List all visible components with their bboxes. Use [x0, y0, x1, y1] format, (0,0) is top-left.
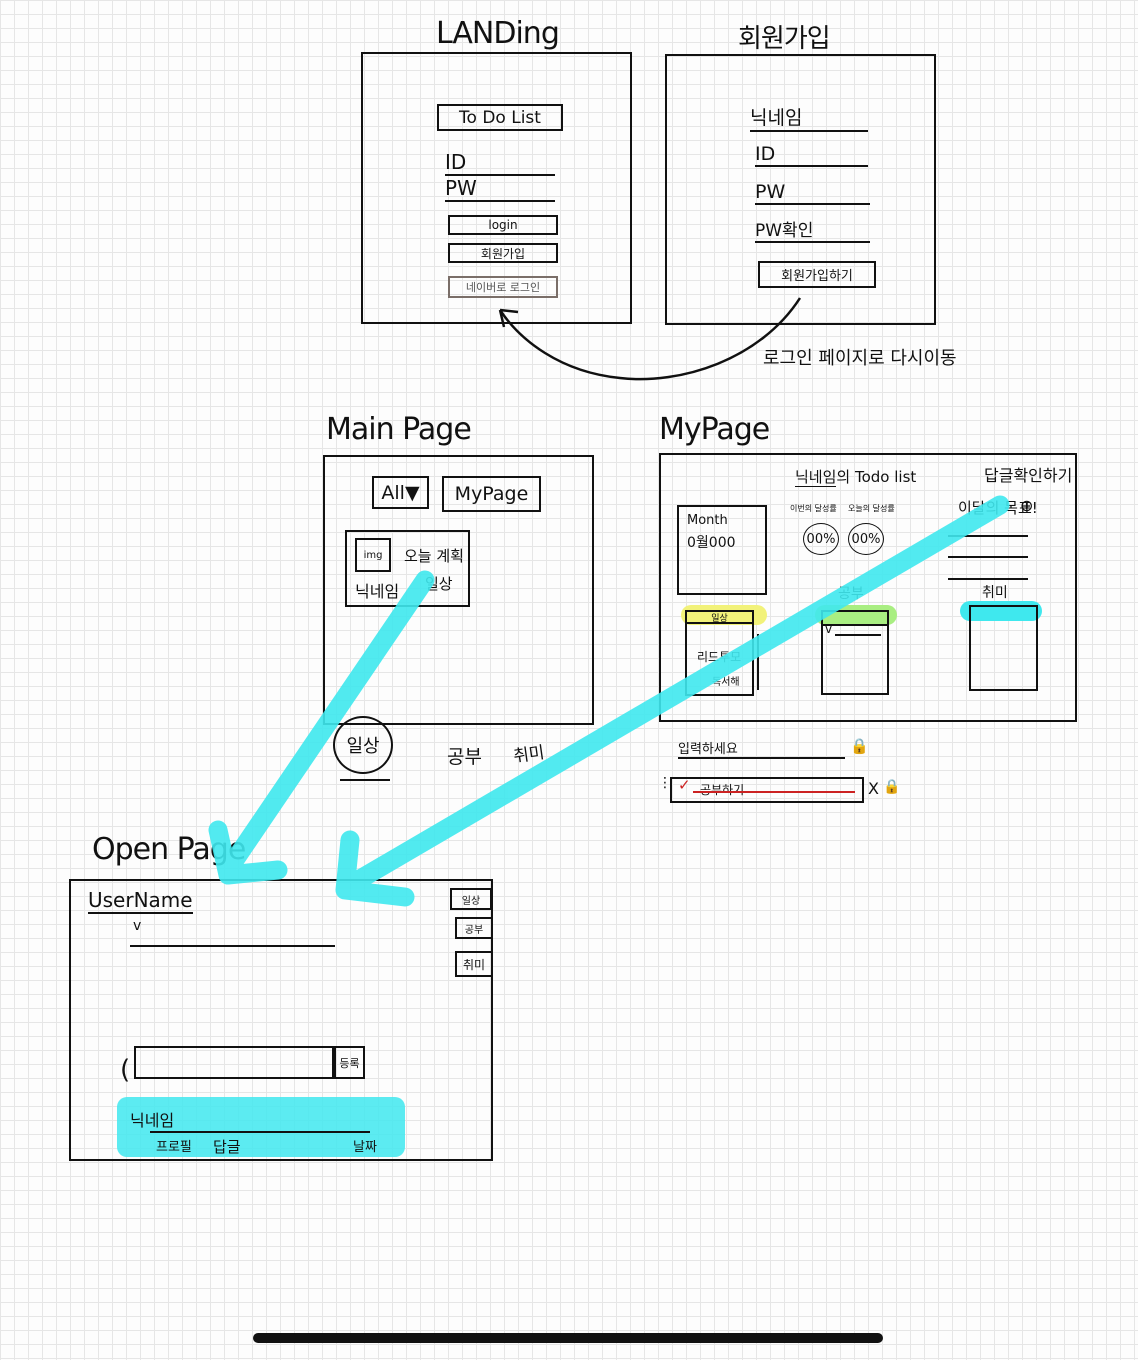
card-title: 오늘 계획: [404, 547, 464, 565]
home-indicator: [253, 1333, 883, 1343]
open-check[interactable]: v: [133, 918, 142, 934]
comment-underline: [150, 1131, 370, 1133]
mypage-heading-nickname: 닉네임: [795, 468, 837, 487]
tab-daily[interactable]: 일상: [333, 716, 393, 774]
open-page-title: Open Page: [92, 832, 246, 867]
comment-profile: 프로필: [156, 1140, 192, 1155]
rate-circle-2: 00%: [848, 523, 884, 555]
open-username: UserName: [88, 888, 193, 914]
daily-card-header: 일상: [685, 610, 754, 624]
side-tab-1[interactable]: 일상: [450, 888, 492, 910]
signup-pw-confirm-field[interactable]: PW확인: [755, 216, 870, 243]
signup-pw-field[interactable]: PW: [755, 181, 870, 205]
reply-check-link[interactable]: 답글확인하기: [984, 466, 1073, 485]
goal-line-3: [948, 578, 1028, 580]
add-goal-icon[interactable]: ⊕: [1020, 496, 1034, 515]
cyan-highlight-comment: [117, 1097, 405, 1157]
daily-card-scrollbar[interactable]: [757, 634, 759, 690]
tab-study[interactable]: 공부: [447, 746, 482, 768]
rate-label-2: 오늘의 달성률: [848, 504, 895, 513]
tab-daily-label: 일상: [346, 736, 380, 757]
mypage-heading-rest: 의 Todo list: [836, 468, 917, 486]
comment-nickname: 닉네임: [130, 1111, 175, 1130]
rate-label-1: 이번의 달성률: [790, 504, 837, 513]
tab-hobby[interactable]: 취미: [512, 742, 546, 768]
daily-card-item-2: 독서해: [712, 677, 740, 688]
tab-daily-underline: [340, 779, 390, 781]
naver-login-button[interactable]: 네이버로 로그인: [448, 276, 558, 298]
signup-id-field[interactable]: ID: [755, 143, 868, 167]
rate-value-1: 00%: [806, 531, 836, 547]
landing-pw-field[interactable]: PW: [445, 176, 555, 202]
todo-item-strike: [693, 791, 855, 793]
rate-value-2: 00%: [851, 531, 881, 547]
todo-list-logo: To Do List: [437, 104, 563, 131]
category-study-label: 공부: [838, 586, 864, 602]
mypage-heading: 닉네임의 Todo list: [795, 466, 916, 487]
todo-item-checkbox[interactable]: ✓: [678, 776, 691, 794]
login-button[interactable]: login: [448, 215, 558, 235]
lock-icon-item[interactable]: 🔒: [883, 779, 901, 795]
comment-user-icon: (: [120, 1055, 131, 1085]
study-card-check[interactable]: v: [825, 622, 833, 636]
category-dropdown[interactable]: All▼: [372, 476, 429, 509]
side-tab-2[interactable]: 공부: [455, 917, 493, 939]
comment-text: 답글: [213, 1138, 241, 1156]
study-card-item-line: [835, 634, 881, 636]
todo-item-text: 공부하기: [700, 783, 745, 797]
register-button[interactable]: 등록: [334, 1046, 365, 1079]
category-hobby-card: [969, 605, 1038, 691]
month-box: Month 0월000: [677, 505, 767, 595]
card-image: img: [355, 538, 391, 572]
rate-circle-1: 00%: [803, 523, 839, 555]
open-todo-line: [130, 945, 335, 947]
signup-nickname-field[interactable]: 닉네임: [750, 103, 868, 132]
signup-title: 회원가입: [738, 24, 831, 54]
landing-id-field[interactable]: ID: [445, 150, 555, 176]
signup-submit-button[interactable]: 회원가입하기: [758, 261, 876, 288]
todo-input[interactable]: 입력하세요: [678, 738, 845, 759]
landing-title: LANDing: [436, 16, 560, 51]
month-label: Month: [687, 513, 728, 528]
side-tab-3[interactable]: 취미: [455, 951, 493, 977]
category-hobby-label: 취미: [982, 585, 1008, 601]
redirect-note: 로그인 페이지로 다시이동: [763, 348, 957, 369]
landing-frame: [361, 52, 632, 324]
lock-icon-input[interactable]: 🔒: [850, 737, 869, 755]
main-page-title: Main Page: [326, 412, 472, 447]
card-category: 일상: [425, 575, 453, 593]
goal-line-1: [948, 535, 1028, 537]
goal-line-2: [948, 556, 1028, 558]
comment-input[interactable]: [134, 1046, 334, 1079]
delete-icon[interactable]: X: [868, 779, 879, 798]
card-nickname: 닉네임: [355, 582, 400, 601]
signup-button[interactable]: 회원가입: [448, 243, 558, 263]
comment-date: 날짜: [353, 1140, 377, 1155]
mypage-title: MyPage: [659, 412, 770, 447]
month-value: 0월000: [687, 535, 736, 551]
mypage-button[interactable]: MyPage: [442, 476, 541, 512]
daily-card-item-1: 리드투모: [697, 650, 742, 664]
